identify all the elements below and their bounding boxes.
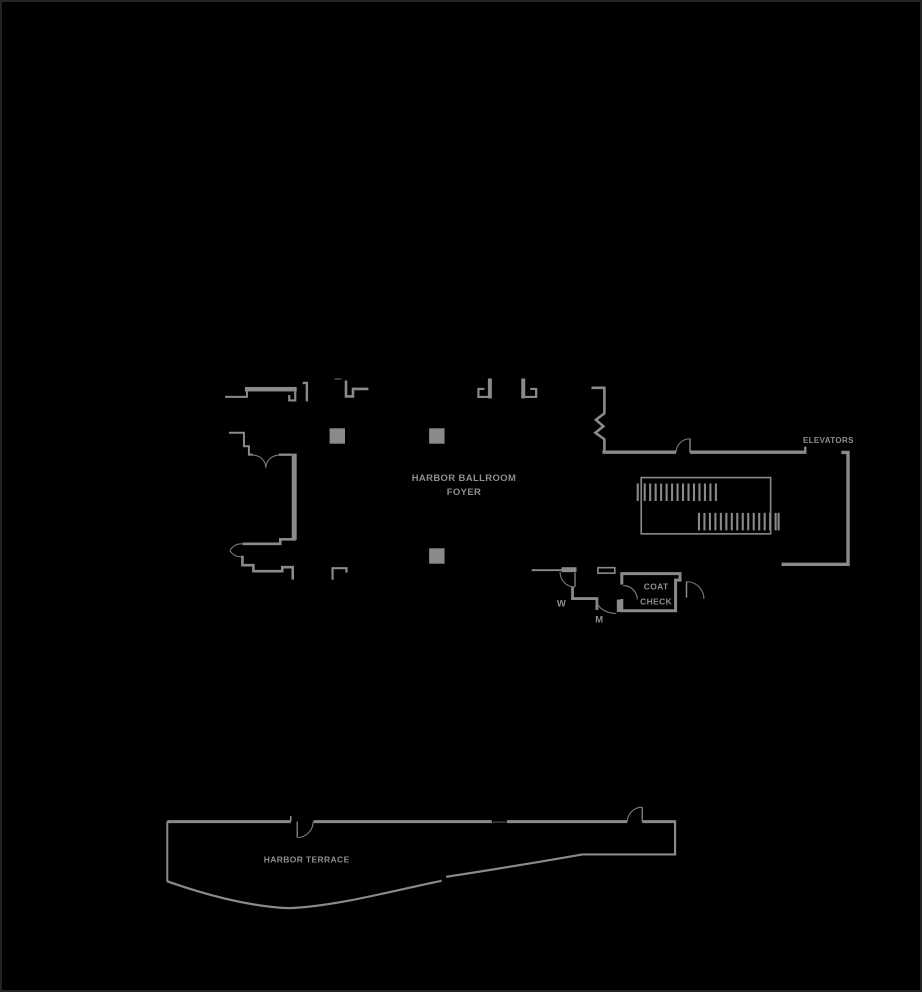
wall-segment <box>302 381 309 402</box>
terrace-curve <box>445 853 583 878</box>
door-arc <box>265 454 279 468</box>
counter <box>597 566 616 574</box>
wall-segment <box>331 567 348 580</box>
foyer-west-walls <box>229 431 348 580</box>
wall-jamb <box>561 567 577 573</box>
wall-segment <box>229 431 253 456</box>
door-arc <box>297 821 314 839</box>
door-arc <box>623 585 638 600</box>
door-arc <box>559 572 576 588</box>
door-arc <box>686 581 705 600</box>
door-arc <box>229 550 243 558</box>
wall-segment <box>620 572 682 585</box>
door-arc <box>252 454 267 468</box>
wall-segment <box>244 386 297 392</box>
coat-check-label-line1: COAT <box>644 582 669 592</box>
door-arc <box>229 543 242 552</box>
coat-check-label-line2: CHECK <box>640 597 673 607</box>
column <box>429 428 445 444</box>
stair-outline <box>640 476 772 535</box>
restroom-walls <box>531 567 617 615</box>
column <box>329 428 346 444</box>
stair-treads-lower <box>697 512 780 531</box>
wall-pilaster <box>616 599 622 612</box>
foyer-top-walls <box>225 378 606 452</box>
wall-segment <box>241 555 295 580</box>
wall-segment <box>477 387 490 399</box>
terrace-curve <box>166 879 442 910</box>
wall-segment <box>523 387 538 399</box>
coat-check-room <box>597 566 705 613</box>
foyer-label: HARBOR BALLROOM FOYER <box>412 473 517 498</box>
wall-with-break <box>591 386 606 452</box>
foyer-label-line2: FOYER <box>447 487 482 498</box>
wall-segment <box>781 450 850 566</box>
foyer-label-line1: HARBOR BALLROOM <box>412 473 517 484</box>
terrace-label: HARBOR TERRACE <box>264 854 350 864</box>
wall-segment <box>582 821 677 856</box>
wall-segment <box>242 538 296 546</box>
coat-check-label: COAT CHECK <box>640 582 673 607</box>
staircase <box>636 476 780 535</box>
restroom-men-label: M <box>595 614 603 625</box>
stair-treads-upper <box>636 483 717 501</box>
column <box>429 548 445 564</box>
columns <box>329 428 445 564</box>
terrace-walls <box>166 806 677 910</box>
door-arc <box>626 806 643 822</box>
wall-segment <box>571 586 599 611</box>
door-arc <box>675 438 691 453</box>
wall-segment <box>344 380 369 398</box>
door-arc <box>596 600 617 615</box>
restroom-women-label: W <box>557 599 566 610</box>
wall-segment <box>225 389 248 398</box>
foyer-east-walls <box>602 438 807 454</box>
elevators-label: ELEVATORS <box>803 436 854 445</box>
elevator-corridor <box>781 450 850 566</box>
wall-segment <box>288 391 297 402</box>
